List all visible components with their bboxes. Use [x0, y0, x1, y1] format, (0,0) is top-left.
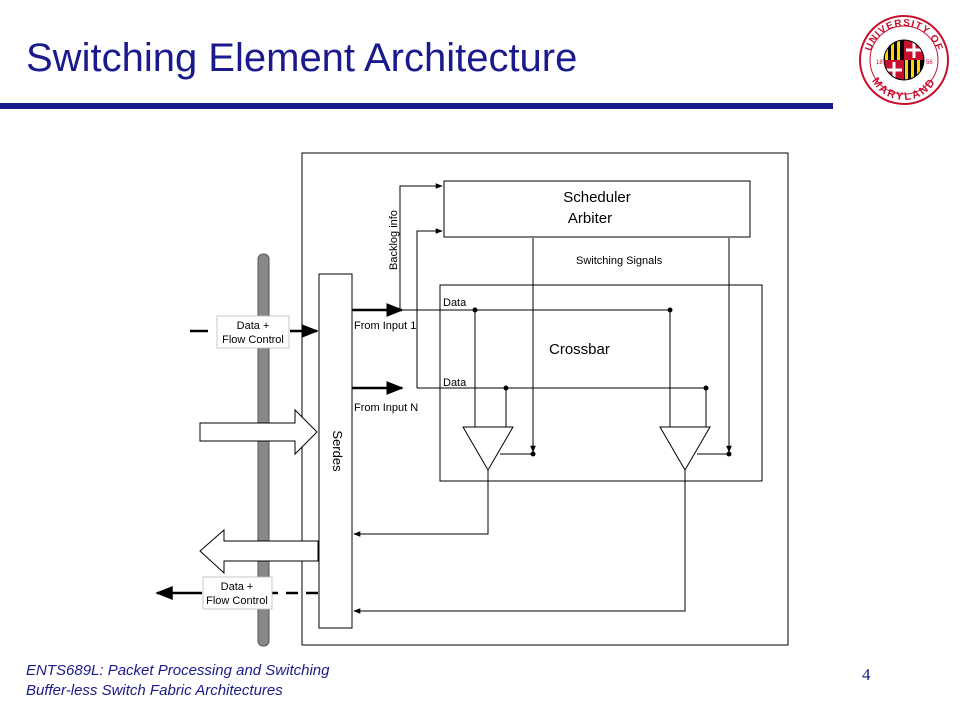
backlog-line-n — [416, 228, 443, 388]
crossbar-label: Crossbar — [549, 341, 610, 358]
logo-year-right: 56 — [926, 60, 933, 66]
left-input-label-line1: Data + — [237, 320, 270, 332]
scheduler-arbiter-box — [443, 180, 751, 238]
serdes-label: Serdes — [330, 430, 345, 472]
data-label-bottom: Data — [443, 377, 467, 389]
arbiter-label: Arbiter — [568, 210, 612, 227]
hollow-arrow-in — [199, 408, 318, 456]
footer-course: ENTS689L: Packet Processing and Switchin… — [26, 662, 330, 679]
left-input-label-box — [216, 315, 290, 349]
university-seal-logo: UNIVERSITY OF MARYLAND 18 56 — [859, 15, 949, 105]
data-label-top: Data — [443, 297, 467, 309]
footer-topic: Buffer-less Switch Fabric Architectures — [26, 682, 283, 699]
serdes-box — [318, 273, 353, 629]
output-1-line — [353, 470, 489, 537]
mux-1 — [462, 426, 514, 471]
logo-year-left: 18 — [876, 60, 883, 66]
left-output-label-line1: Data + — [221, 581, 254, 593]
left-output-label-line2: Flow Control — [206, 595, 268, 607]
from-input-1-label: From Input 1 — [354, 320, 416, 332]
from-input-n-label: From Input N — [354, 402, 418, 414]
output-n-line — [353, 470, 686, 614]
switching-element-box — [301, 152, 789, 646]
backlog-info-label: Backlog info — [388, 210, 400, 270]
title-rule — [0, 103, 833, 109]
scheduler-label: Scheduler — [563, 189, 631, 206]
left-output-label-box — [202, 576, 273, 610]
hollow-arrow-out — [199, 528, 319, 575]
switching-signals-label: Switching Signals — [576, 255, 663, 267]
page-number: 4 — [862, 665, 871, 684]
crossbar-box — [439, 284, 763, 482]
mux-2 — [659, 426, 711, 471]
slide-title: Switching Element Architecture — [26, 36, 578, 80]
left-input-label-line2: Flow Control — [222, 334, 284, 346]
backlog-line-1 — [399, 183, 443, 310]
